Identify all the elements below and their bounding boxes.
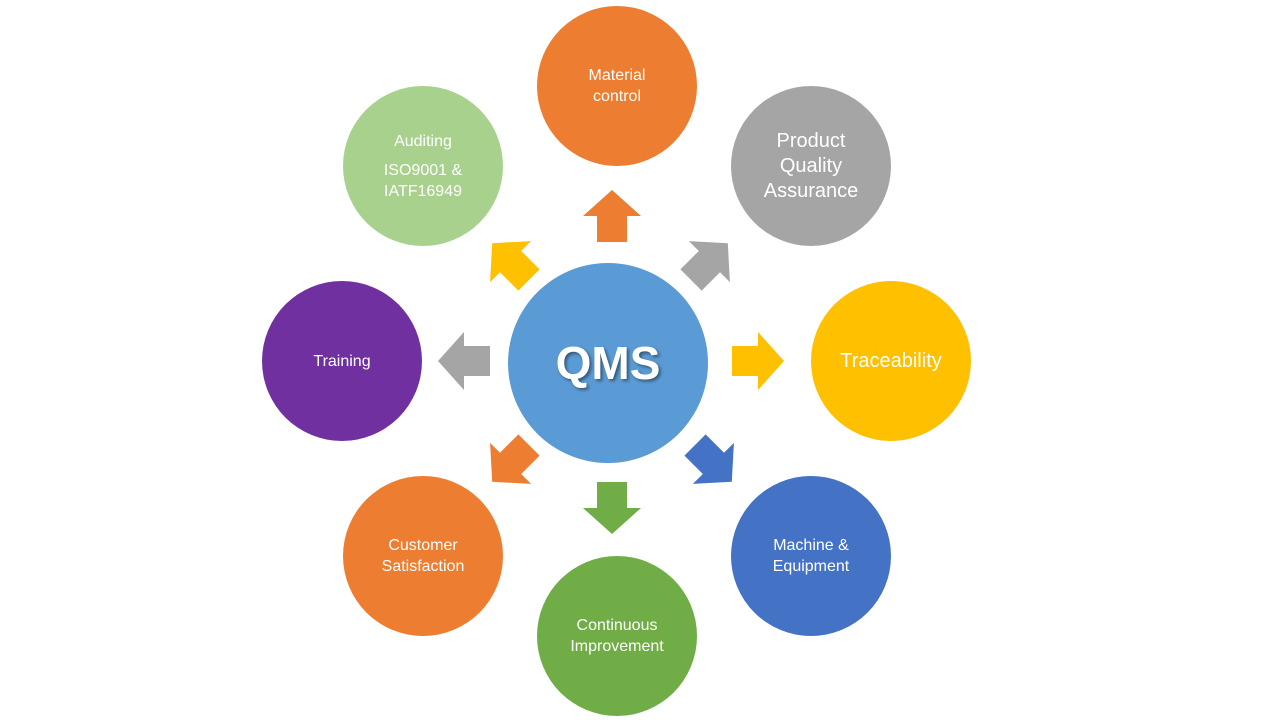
node-label-line: Traceability bbox=[840, 349, 942, 372]
arrow-to-customer bbox=[490, 434, 540, 484]
node-material-control: Material control bbox=[537, 6, 697, 166]
node-label-line: Product bbox=[776, 129, 846, 152]
node-training: Training bbox=[262, 281, 422, 441]
node-label-line: IATF16949 bbox=[384, 182, 462, 200]
node-machine-equipment: Machine & Equipment bbox=[731, 476, 891, 636]
node-label-line: Material bbox=[588, 67, 646, 84]
node-continuous-improvement: Continuous Improvement bbox=[537, 556, 697, 716]
node-customer-satisfaction: Customer Satisfaction bbox=[343, 476, 503, 636]
arrow-to-training bbox=[438, 332, 490, 390]
node-label-line: Improvement bbox=[570, 638, 664, 655]
arrow-to-improve bbox=[583, 482, 641, 534]
arrow-to-product bbox=[680, 241, 730, 291]
arrow-to-material bbox=[583, 190, 641, 242]
node-label-line: control bbox=[592, 88, 642, 105]
hub-label: QMS bbox=[555, 337, 661, 389]
hub-node-qms: QMS bbox=[508, 263, 708, 463]
node-label-line: Quality bbox=[779, 154, 843, 177]
arrow-to-auditing bbox=[490, 241, 540, 291]
node-product-quality-assurance: Product Quality Assurance bbox=[731, 86, 891, 246]
node-label-line: Machine & bbox=[773, 537, 849, 554]
node-label-line: Equipment bbox=[772, 558, 850, 575]
node-label-line: Auditing bbox=[394, 132, 452, 150]
node-label-line: Assurance bbox=[763, 179, 859, 202]
arrow-to-trace bbox=[732, 332, 784, 390]
node-label-line: Satisfaction bbox=[381, 558, 465, 575]
node-auditing: Auditing ISO9001 & IATF16949 bbox=[343, 86, 503, 246]
node-label-line: Training bbox=[313, 352, 371, 370]
node-label-line: Continuous bbox=[576, 617, 658, 634]
node-label-line: ISO9001 & bbox=[383, 161, 463, 179]
node-traceability: Traceability bbox=[811, 281, 971, 441]
arrow-to-machine bbox=[684, 434, 734, 484]
node-label-line: Customer bbox=[388, 537, 458, 554]
